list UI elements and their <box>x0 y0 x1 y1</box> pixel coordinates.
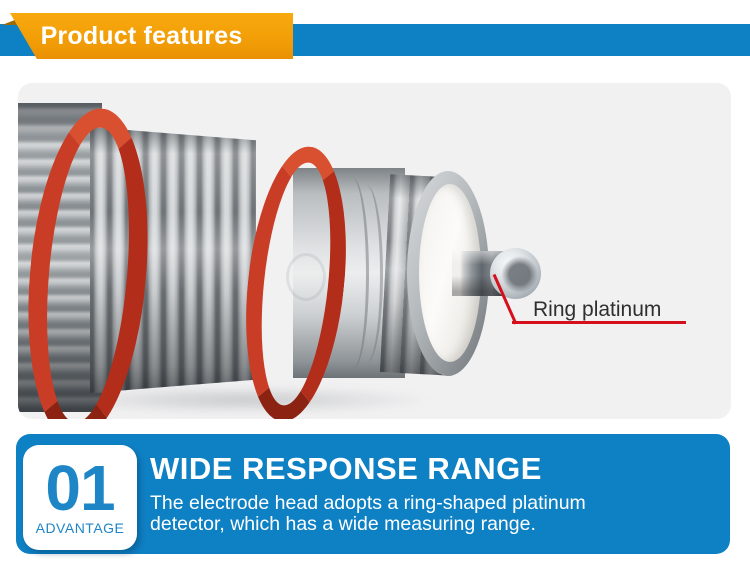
collar-mold-mark <box>286 253 326 301</box>
collar-groove <box>350 185 383 363</box>
advantage-description-line-1: The electrode head adopts a ring-shaped … <box>150 492 586 514</box>
advantage-label: ADVANTAGE <box>35 520 125 537</box>
advantage-panel: 01 ADVANTAGE WIDE RESPONSE RANGE The ele… <box>16 434 730 554</box>
advantage-title: WIDE RESPONSE RANGE <box>150 451 542 486</box>
advantage-text-block: WIDE RESPONSE RANGE The electrode head a… <box>150 451 586 536</box>
product-features-ribbon: Product features <box>10 13 293 59</box>
probe-knurled-grip <box>18 103 102 412</box>
probe-threaded-body <box>90 127 256 393</box>
ribbon-label: Product features <box>40 21 243 50</box>
callout-line-horizontal <box>512 321 686 324</box>
photo-panel: Ring platinum <box>18 83 731 419</box>
advantage-card: 01 ADVANTAGE <box>23 445 137 550</box>
callout-label: Ring platinum <box>533 298 662 321</box>
advantage-description: The electrode head adopts a ring-shaped … <box>150 492 586 536</box>
advantage-number: 01 <box>45 451 115 524</box>
advantage-description-line-2: detector, which has a wide measuring ran… <box>150 513 536 536</box>
glass-tip <box>490 248 541 299</box>
